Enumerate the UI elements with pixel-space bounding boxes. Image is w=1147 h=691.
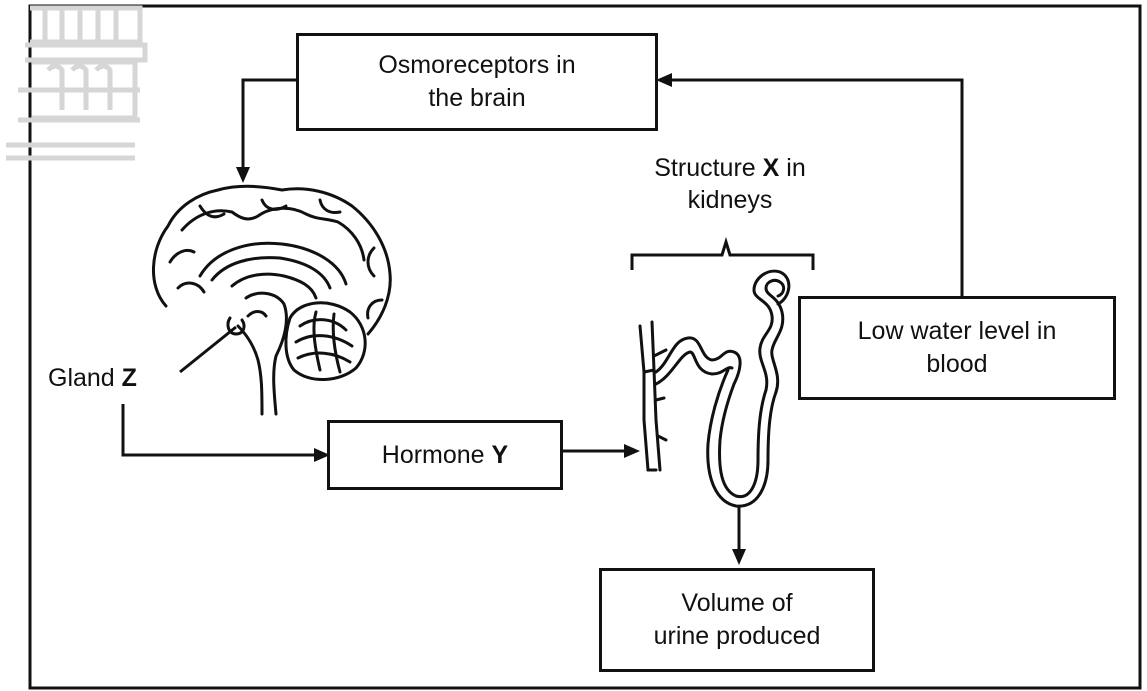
structure-x-label: Structure X in kidneys: [608, 152, 852, 216]
kidney-to-urine-arrowhead: [732, 549, 746, 565]
structure-x-letter: X: [763, 154, 780, 182]
feedback-arrowhead: [656, 73, 672, 87]
osmoreceptors-line2: the brain: [428, 82, 525, 115]
osmo-to-brain-arrowhead: [236, 167, 250, 183]
low-water-box: Low water level in blood: [798, 296, 1116, 400]
gland-z-text: Gland: [48, 364, 115, 392]
osmo-to-brain-arrow: [243, 80, 296, 170]
urine-volume-box: Volume of urine produced: [599, 568, 875, 672]
gland-pointer-line: [180, 327, 236, 372]
structure-x-pre: Structure: [654, 154, 755, 182]
low-water-line1: Low water level in: [858, 315, 1057, 348]
hormone-to-kidney-arrowhead: [624, 444, 640, 458]
hormone-box: Hormone Y: [327, 420, 563, 490]
structure-x-line1: Structure X in: [608, 152, 852, 184]
nephron-illustration-icon: [640, 271, 789, 506]
osmoreceptors-line1: Osmoreceptors in: [378, 49, 575, 82]
urine-line2: urine produced: [654, 620, 821, 653]
hormone-letter: Y: [492, 439, 509, 472]
gland-z-label: Gland Z: [48, 362, 137, 394]
gland-z-letter: Z: [122, 364, 137, 392]
osmoreceptors-box: Osmoreceptors in the brain: [296, 33, 658, 131]
structure-x-line2: kidneys: [608, 184, 852, 216]
gland-to-hormone-arrow: [123, 404, 318, 455]
structure-brace: [632, 242, 813, 270]
hormone-label: Hormone: [382, 439, 485, 472]
urine-line1: Volume of: [681, 587, 792, 620]
building-watermark-icon: [6, 8, 145, 158]
low-water-line2: blood: [926, 348, 987, 381]
structure-x-post: in: [786, 154, 805, 182]
brain-illustration-icon: [153, 186, 390, 414]
